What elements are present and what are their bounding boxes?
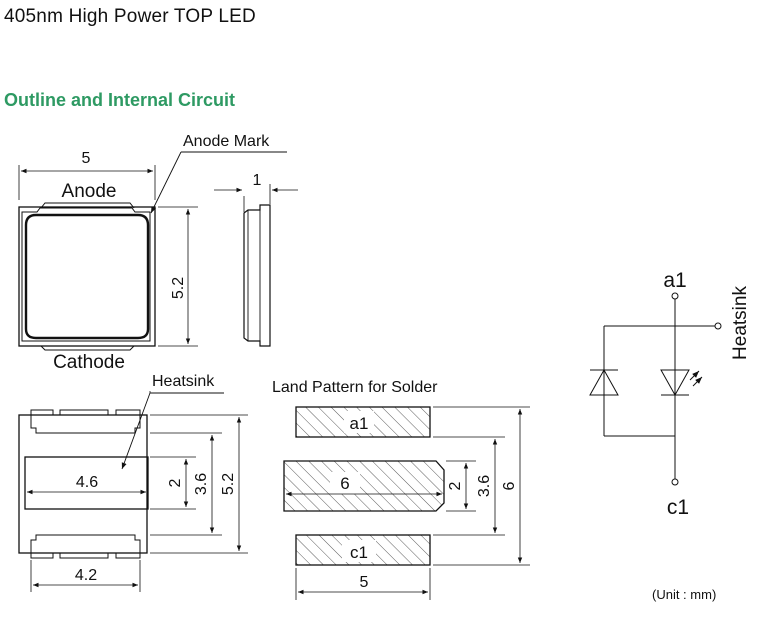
bottom-view-outline	[18, 414, 148, 554]
heatsink-leader	[121, 392, 151, 470]
top-view	[18, 151, 287, 351]
bottom-view	[18, 391, 248, 592]
land-pad-c1-label: c1	[350, 543, 368, 562]
cathode-label: Cathode	[53, 352, 125, 373]
section-title: Outline and Internal Circuit	[4, 90, 236, 110]
bottom-inner-height-dim: 3.6	[193, 473, 210, 495]
land-pattern-title: Land Pattern for Solder	[272, 379, 438, 396]
land-pad-center-label: 6	[340, 474, 349, 493]
land-total-height-dim: 6	[501, 481, 518, 490]
bottom-heatsink-label: Heatsink	[152, 373, 215, 390]
document-title: 405nm High Power TOP LED	[4, 6, 256, 27]
bottom-outer-height-dim: 5.2	[220, 473, 237, 495]
side-view-outline	[243, 204, 271, 347]
land-pad-a1-label: a1	[350, 414, 369, 433]
top-view-lead-cathode	[40, 345, 135, 351]
land-pad-center	[283, 460, 445, 512]
land-inner-height-dim: 3.6	[476, 475, 493, 497]
circuit-anode-label: a1	[663, 269, 686, 292]
top-view-lens	[24, 213, 150, 340]
circuit-heatsink-terminal	[714, 322, 722, 330]
top-view-rim	[21, 207, 151, 342]
circuit-heatsink-label: Heatsink	[730, 286, 751, 360]
circuit-cathode-terminal	[671, 478, 679, 486]
protection-diode-icon	[589, 368, 619, 396]
top-view-outline	[18, 206, 156, 347]
circuit-anode-terminal	[671, 292, 679, 300]
land-pattern	[283, 406, 530, 600]
top-width-dim: 5	[82, 150, 91, 167]
unit-note: (Unit : mm)	[652, 587, 717, 602]
anode-mark-leader	[150, 151, 182, 214]
bottom-base-width-dim: 4.2	[75, 567, 97, 584]
side-thickness-dim: 1	[253, 172, 262, 189]
anode-label: Anode	[62, 181, 117, 202]
bottom-heatsink-pad	[24, 456, 149, 510]
bottom-pad-height-dim: 2	[167, 478, 184, 487]
side-view	[214, 184, 298, 347]
land-center-height-dim: 2	[447, 481, 464, 490]
circuit-cathode-label: c1	[667, 496, 689, 519]
bottom-pad-width-dim: 4.6	[76, 474, 98, 491]
internal-circuit	[589, 292, 722, 486]
anode-mark-label: Anode Mark	[183, 133, 270, 150]
land-width-dim: 5	[360, 574, 369, 591]
top-view-lead-anode	[40, 202, 135, 209]
top-height-dim: 5.2	[170, 277, 187, 299]
led-diode-icon	[660, 369, 690, 397]
